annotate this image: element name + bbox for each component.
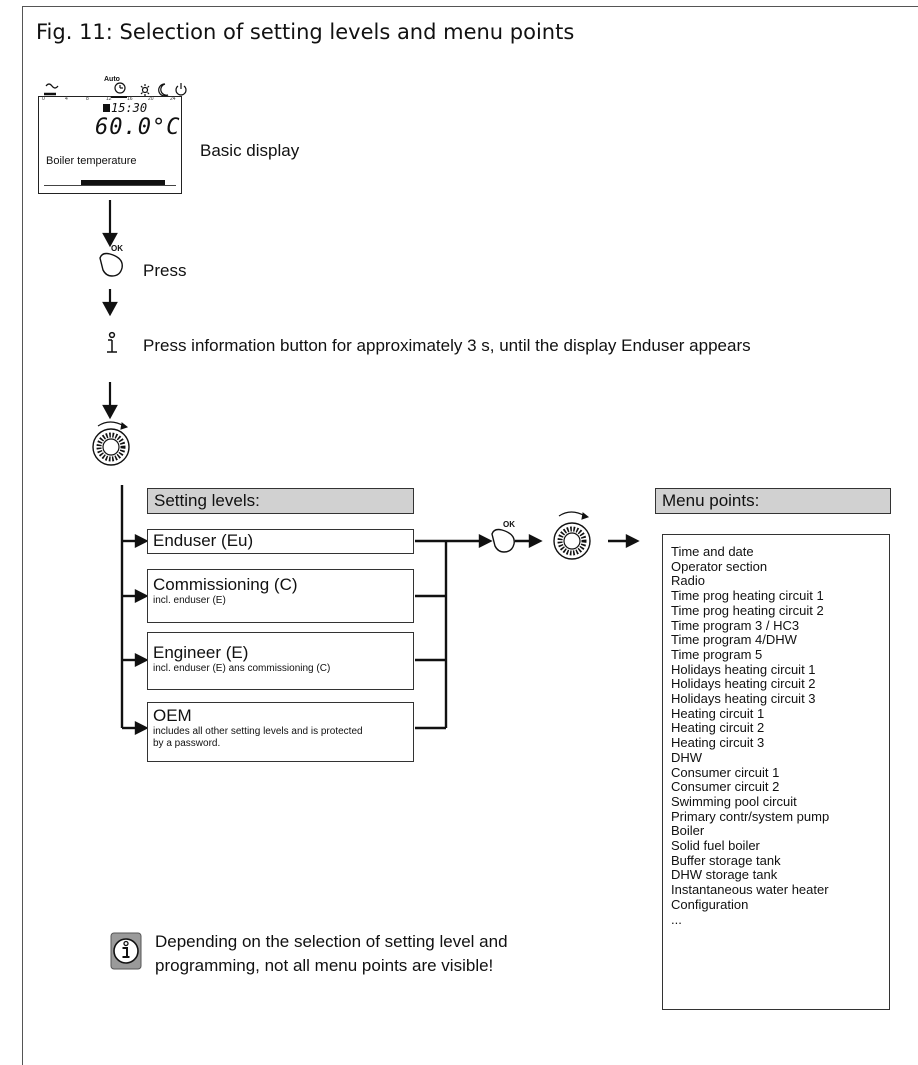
level-enduser: Enduser (Eu) bbox=[147, 529, 414, 554]
level-engineer: Engineer (E) incl. enduser (E) ans commi… bbox=[147, 632, 414, 690]
menu-item: DHW bbox=[671, 749, 703, 765]
scale-tick: 24 bbox=[170, 96, 176, 102]
moon-icon bbox=[158, 83, 169, 97]
menu-item: Primary contr/system pump bbox=[671, 808, 830, 824]
note-text: Depending on the selection of setting le… bbox=[155, 930, 508, 978]
level-oem: OEM includes all other setting levels an… bbox=[147, 702, 414, 762]
display-temperature: 60.0°C bbox=[95, 115, 181, 140]
menu-item: Holidays heating circuit 1 bbox=[671, 661, 816, 677]
level-subtitle: includes all other setting levels and is… bbox=[153, 726, 363, 749]
menu-item: Heating circuit 1 bbox=[671, 705, 765, 721]
menu-item: Heating circuit 2 bbox=[671, 720, 765, 736]
figure-border-left bbox=[22, 6, 23, 1065]
sun-icon bbox=[140, 84, 150, 96]
level-subtitle: incl. enduser (E) bbox=[153, 595, 226, 606]
scale-tick: 4 bbox=[65, 96, 68, 102]
scale-tick: 20 bbox=[148, 96, 154, 102]
menu-item: Swimming pool circuit bbox=[671, 793, 797, 809]
auto-clock-icon bbox=[114, 82, 126, 94]
menu-item: Buffer storage tank bbox=[671, 852, 781, 868]
active-indicator bbox=[111, 96, 127, 98]
menu-item: Consumer circuit 2 bbox=[671, 779, 780, 795]
basic-display-label: Basic display bbox=[200, 141, 300, 160]
menu-item: DHW storage tank bbox=[671, 867, 778, 883]
menu-item: Radio bbox=[671, 573, 705, 589]
mode-icons bbox=[44, 82, 187, 97]
mode-auto-label: Auto bbox=[104, 76, 120, 83]
menu-item: Time program 3 / HC3 bbox=[671, 617, 800, 633]
menu-item: ... bbox=[671, 911, 682, 927]
display-time-bar bbox=[81, 180, 165, 185]
display-label: Boiler temperature bbox=[46, 155, 137, 167]
scale-tick: 12 bbox=[106, 96, 112, 102]
figure-border-top bbox=[22, 6, 918, 7]
menu-points-header: Menu points: bbox=[655, 488, 891, 514]
ok-label: OK bbox=[111, 244, 123, 253]
level-commissioning: Commissioning (C) incl. enduser (E) bbox=[147, 569, 414, 623]
scale-tick: 8 bbox=[86, 96, 89, 102]
info-button-icon bbox=[107, 331, 117, 353]
menu-item: Instantaneous water heater bbox=[671, 882, 829, 898]
info-instruction: Press information button for approximate… bbox=[143, 336, 751, 355]
rotary-dial-flow-icon bbox=[553, 511, 591, 560]
level-title: Engineer (E) bbox=[153, 643, 249, 662]
menu-item: Boiler bbox=[671, 823, 705, 839]
menu-item: Holidays heating circuit 3 bbox=[671, 691, 816, 707]
display-time: 15:30 bbox=[111, 101, 148, 115]
manual-mode-icon bbox=[44, 83, 59, 96]
ok-button-icon bbox=[99, 252, 123, 277]
figure-title: Fig. 11: Selection of setting levels and… bbox=[36, 20, 575, 44]
scale-tick: 16 bbox=[127, 96, 133, 102]
info-note-icon bbox=[110, 932, 142, 970]
rotary-dial-icon bbox=[92, 421, 130, 466]
level-title: Commissioning (C) bbox=[153, 575, 298, 594]
ok-flow-label: OK bbox=[503, 520, 515, 529]
display-scale bbox=[44, 185, 176, 186]
menu-item: Time and date bbox=[671, 544, 754, 559]
press-label: Press bbox=[143, 261, 187, 280]
menu-item: Solid fuel boiler bbox=[671, 838, 760, 854]
menu-item: Time program 4/DHW bbox=[671, 632, 797, 648]
level-title: Enduser (Eu) bbox=[153, 531, 254, 550]
setting-levels-header: Setting levels: bbox=[147, 488, 414, 514]
menu-points-list: Time and date Operator section Radio Tim… bbox=[662, 534, 890, 1010]
note-line-1: Depending on the selection of setting le… bbox=[155, 932, 508, 951]
boiler-symbol-icon bbox=[103, 104, 110, 112]
menu-item: Heating circuit 3 bbox=[671, 735, 765, 751]
level-title: OEM bbox=[153, 706, 192, 725]
basic-display-screen: 15:30 60.0°C Boiler temperature bbox=[38, 96, 182, 194]
menu-item: Operator section bbox=[671, 558, 768, 574]
ok-button-flow-icon bbox=[491, 528, 515, 553]
menu-item: Configuration bbox=[671, 896, 749, 912]
menu-item: Time prog heating circuit 2 bbox=[671, 602, 824, 618]
scale-tick: 0 bbox=[42, 96, 45, 102]
menu-item: Time program 5 bbox=[671, 646, 763, 662]
menu-item: Time prog heating circuit 1 bbox=[671, 588, 824, 604]
power-icon bbox=[175, 83, 187, 96]
level-subtitle: incl. enduser (E) ans commissioning (C) bbox=[153, 663, 331, 674]
menu-item: Consumer circuit 1 bbox=[671, 764, 780, 780]
note-line-2: programming, not all menu points are vis… bbox=[155, 956, 494, 975]
menu-item: Holidays heating circuit 2 bbox=[671, 676, 816, 692]
